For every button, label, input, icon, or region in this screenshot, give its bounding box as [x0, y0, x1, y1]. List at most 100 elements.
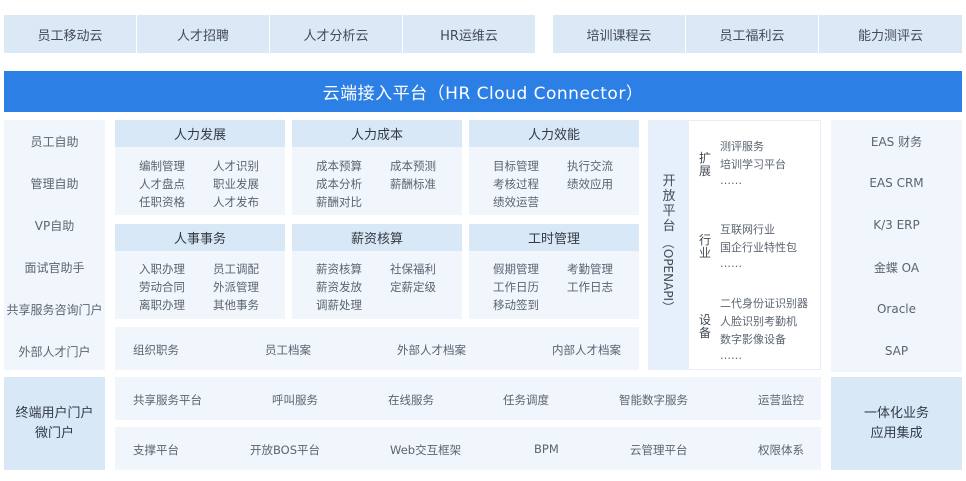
- module-item[interactable]: 任职资格: [139, 195, 185, 209]
- module-item[interactable]: 考核过程: [493, 177, 539, 191]
- module-item[interactable]: 目标管理: [493, 159, 539, 173]
- left-portal-panel: [4, 120, 105, 370]
- extension-label: 扩展: [698, 151, 711, 178]
- module-title: 人力发展: [115, 120, 285, 147]
- extension-item[interactable]: ……: [720, 349, 742, 362]
- module-item[interactable]: 成本预算: [316, 159, 362, 173]
- left-item-shared-service-portal[interactable]: 共享服务咨询门户: [6, 302, 103, 317]
- extension-item[interactable]: 培训学习平台: [720, 158, 786, 171]
- service-item[interactable]: 呼叫服务: [272, 393, 318, 407]
- platform-item[interactable]: 开放BOS平台: [250, 443, 321, 457]
- left-item-manager-self-service[interactable]: 管理自助: [30, 176, 79, 191]
- module-item[interactable]: 调薪处理: [316, 298, 362, 312]
- right-item-k3-erp[interactable]: K/3 ERP: [831, 204, 962, 246]
- module-item[interactable]: 人才发布: [213, 195, 259, 209]
- platform-item[interactable]: Web交互框架: [390, 443, 462, 457]
- archive-item[interactable]: 内部人才档案: [552, 343, 621, 357]
- right-item-eas-crm[interactable]: EAS CRM: [831, 162, 962, 204]
- platform-item[interactable]: 云管理平台: [630, 443, 688, 457]
- extension-item[interactable]: ……: [720, 257, 742, 270]
- module-title: 工时管理: [469, 224, 639, 251]
- module-item[interactable]: 入职办理: [139, 262, 185, 276]
- archive-strip: [115, 327, 639, 370]
- module-item[interactable]: 员工调配: [213, 262, 259, 276]
- module-item[interactable]: 社保福利: [390, 262, 436, 276]
- archive-item[interactable]: 外部人才档案: [397, 343, 466, 357]
- module-item[interactable]: 移动签到: [493, 298, 539, 312]
- tab-hr-ops-cloud[interactable]: HR运维云: [403, 15, 535, 53]
- end-user-portal-label: 终端用户门户: [15, 405, 94, 421]
- module-item[interactable]: 考勤管理: [567, 262, 613, 276]
- module-item[interactable]: 人才盘点: [139, 177, 185, 191]
- tab-talent-analytics-cloud[interactable]: 人才分析云: [270, 15, 402, 53]
- module-title: 人力效能: [469, 120, 639, 147]
- tab-employee-mobile-cloud[interactable]: 员工移动云: [4, 15, 136, 53]
- integration-sublabel: 应用集成: [870, 425, 923, 441]
- extension-item[interactable]: 测评服务: [720, 140, 764, 153]
- module-item[interactable]: 成本预测: [390, 159, 436, 173]
- service-strip: [115, 377, 821, 420]
- module-item[interactable]: 绩效应用: [567, 177, 613, 191]
- left-item-employee-self-service[interactable]: 员工自助: [30, 134, 79, 149]
- extension-item[interactable]: 国企行业特性包: [720, 241, 797, 254]
- archive-item[interactable]: 员工档案: [265, 343, 311, 357]
- tab-ability-assessment-cloud[interactable]: 能力测评云: [819, 15, 962, 53]
- module-item[interactable]: 人才识别: [213, 159, 259, 173]
- integration-block[interactable]: 一体化业务 应用集成: [831, 377, 962, 470]
- module-item[interactable]: 假期管理: [493, 262, 539, 276]
- service-item[interactable]: 任务调度: [503, 393, 549, 407]
- extension-panel: [689, 120, 821, 370]
- openapi-label: （OPENAPI）: [661, 236, 675, 314]
- service-item[interactable]: 运营监控: [758, 393, 804, 407]
- module-item[interactable]: 其他事务: [213, 298, 259, 312]
- module-item[interactable]: 薪酬对比: [316, 195, 362, 209]
- right-item-oracle[interactable]: Oracle: [831, 288, 962, 330]
- module-item[interactable]: 薪资核算: [316, 262, 362, 276]
- platform-item[interactable]: 权限体系: [758, 443, 804, 457]
- left-item-external-talent-portal[interactable]: 外部人才门户: [18, 344, 91, 359]
- left-item-interviewer-assistant[interactable]: 面试官助手: [24, 260, 85, 275]
- module-title: 薪资核算: [292, 224, 462, 251]
- module-item[interactable]: 外派管理: [213, 280, 259, 294]
- module-item[interactable]: 劳动合同: [139, 280, 185, 294]
- service-item[interactable]: 智能数字服务: [619, 393, 688, 407]
- extension-item[interactable]: ……: [720, 174, 742, 187]
- micro-portal-label: 微门户: [34, 425, 74, 441]
- platform-item[interactable]: 支撑平台: [133, 443, 179, 457]
- cloud-connector-banner: 云端接入平台（HR Cloud Connector）: [4, 71, 962, 112]
- module-item[interactable]: 离职办理: [139, 298, 185, 312]
- module-item[interactable]: 执行交流: [567, 159, 613, 173]
- module-title: 人力成本: [292, 120, 462, 147]
- right-item-eas-finance[interactable]: EAS 财务: [831, 120, 962, 162]
- extension-item[interactable]: 互联网行业: [720, 223, 775, 236]
- tab-talent-recruitment[interactable]: 人才招聘: [137, 15, 269, 53]
- right-item-sap[interactable]: SAP: [831, 330, 962, 372]
- platform-strip: [115, 427, 821, 470]
- tab-employee-benefits-cloud[interactable]: 员工福利云: [686, 15, 818, 53]
- module-item[interactable]: 薪酬标准: [390, 177, 436, 191]
- module-item[interactable]: 成本分析: [316, 177, 362, 191]
- module-item[interactable]: 工作日志: [567, 280, 613, 294]
- module-item[interactable]: 编制管理: [139, 159, 185, 173]
- extension-item[interactable]: 人脸识别考勤机: [720, 315, 797, 328]
- left-item-vp-self-service[interactable]: VP自助: [34, 218, 75, 233]
- extension-item[interactable]: 数字影像设备: [720, 333, 786, 346]
- end-user-portal-block[interactable]: 终端用户门户 微门户: [4, 377, 105, 470]
- module-item[interactable]: 工作日历: [493, 280, 539, 294]
- service-item[interactable]: 共享服务平台: [133, 393, 202, 407]
- openapi-column: [648, 120, 689, 370]
- right-item-kingdee-oa[interactable]: 金蝶 OA: [831, 246, 962, 288]
- module-item[interactable]: 薪资发放: [316, 280, 362, 294]
- extension-item[interactable]: 二代身份证识别器: [720, 297, 808, 310]
- industry-label: 行业: [698, 233, 711, 260]
- tab-training-course-cloud[interactable]: 培训课程云: [553, 15, 685, 53]
- open-platform-label: 开 放 平 台: [662, 174, 676, 234]
- service-item[interactable]: 在线服务: [388, 393, 434, 407]
- platform-item[interactable]: BPM: [534, 442, 559, 456]
- module-item[interactable]: 定薪定级: [390, 280, 436, 294]
- device-label: 设备: [698, 313, 711, 340]
- module-title: 人事事务: [115, 224, 285, 251]
- module-item[interactable]: 绩效运营: [493, 195, 539, 209]
- archive-item[interactable]: 组织职务: [133, 343, 179, 357]
- module-item[interactable]: 职业发展: [213, 177, 259, 191]
